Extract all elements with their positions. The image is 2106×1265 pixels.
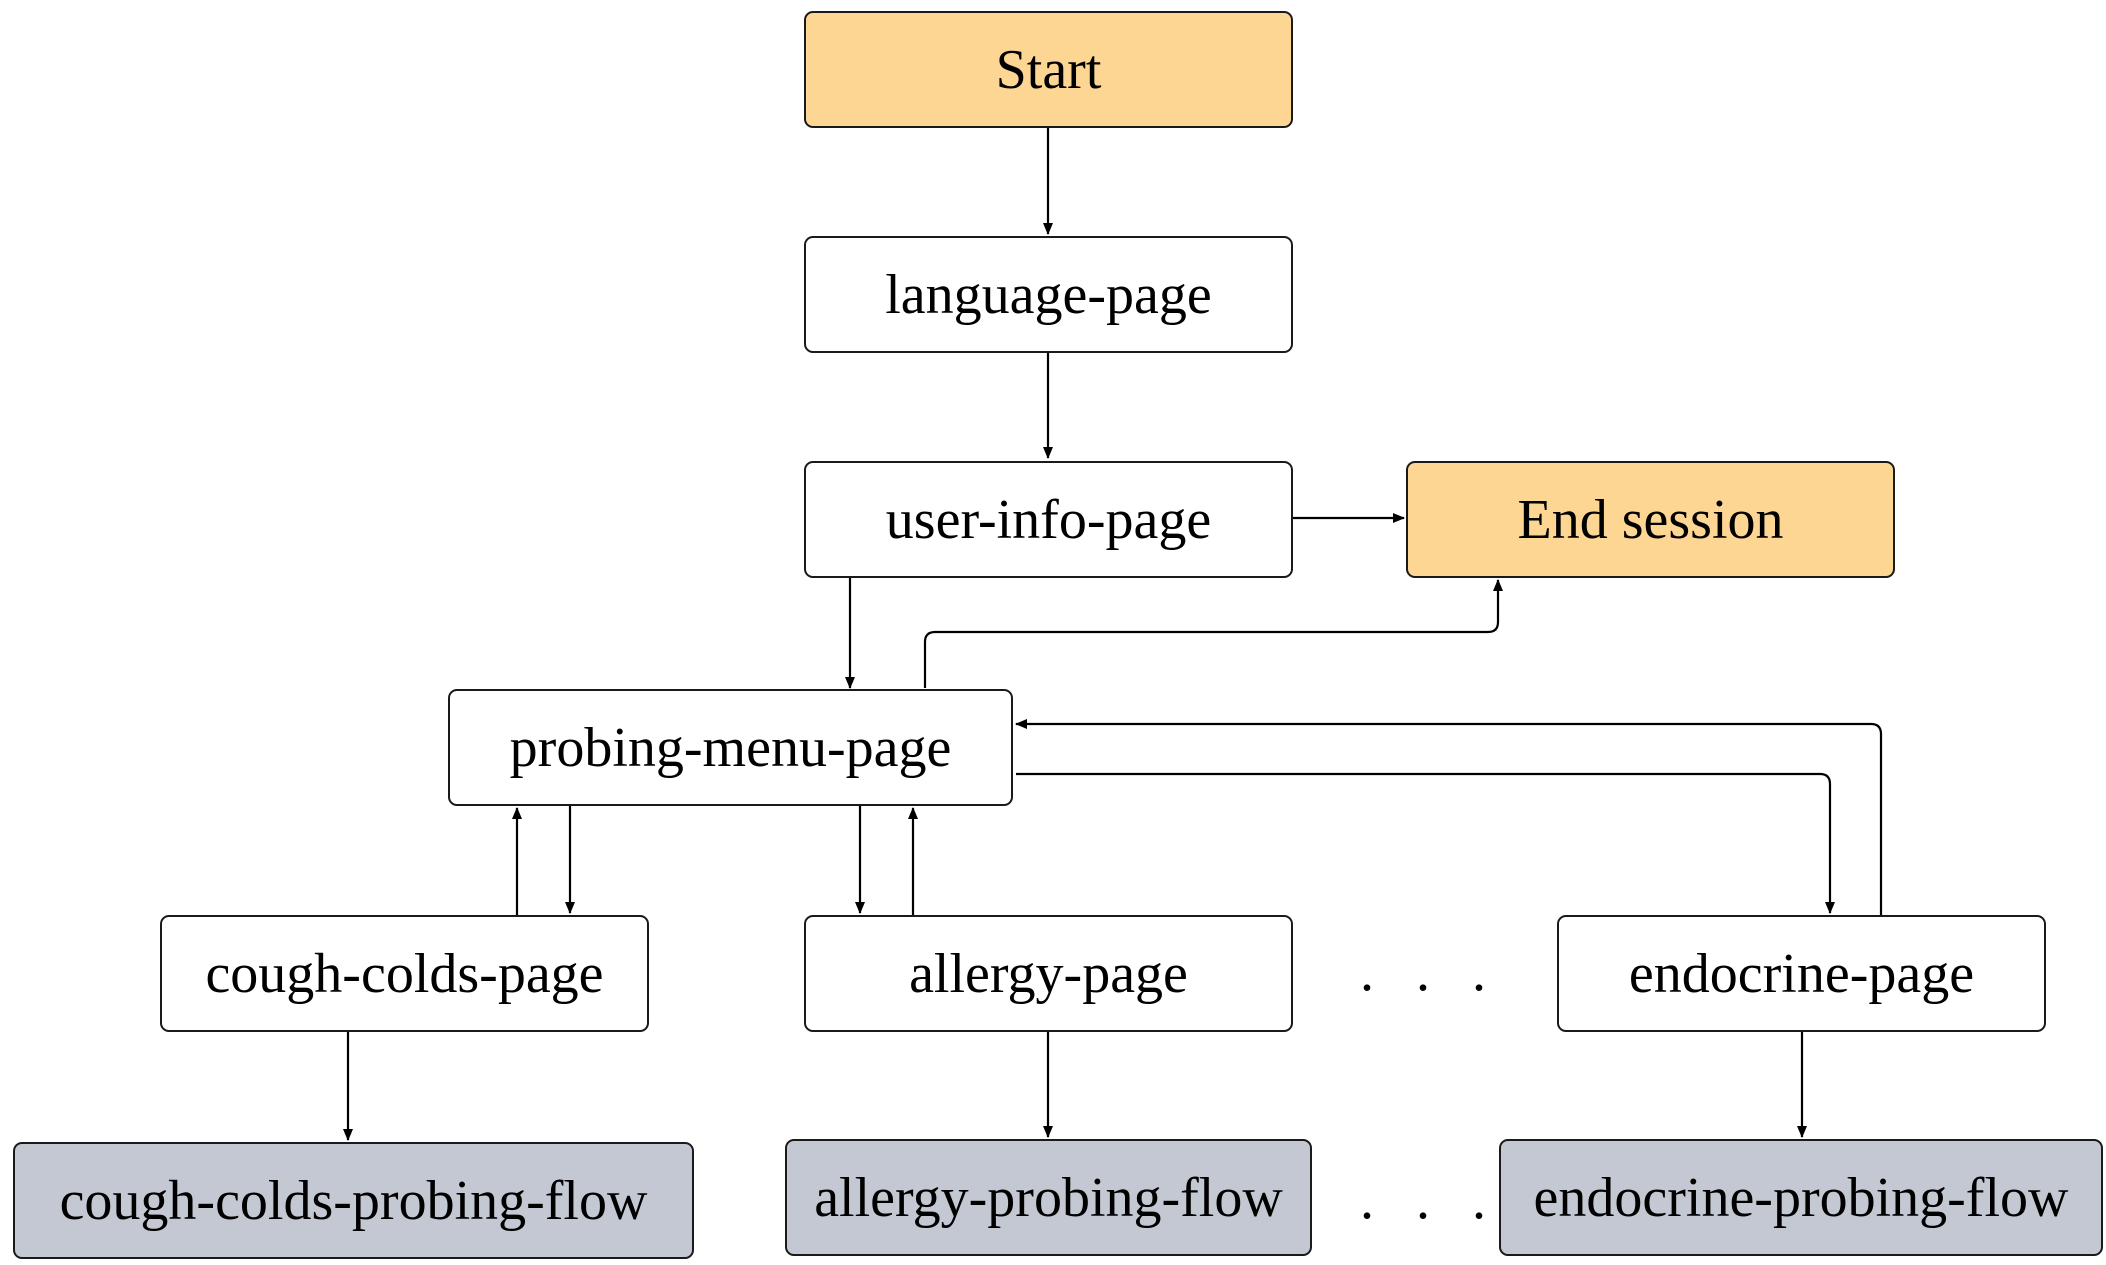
start-node-label: Start bbox=[995, 38, 1102, 101]
more-pages-ellipsis: . . . bbox=[1360, 941, 1500, 1003]
cough-colds-page-node: cough-colds-page bbox=[160, 915, 649, 1032]
end-session-node: End session bbox=[1406, 461, 1895, 578]
allergy-page-node-label: allergy-page bbox=[909, 942, 1188, 1005]
user-info-page-node-label: user-info-page bbox=[885, 488, 1212, 551]
endocrine-probing-flow-node-label: endocrine-probing-flow bbox=[1533, 1166, 2069, 1229]
start-node: Start bbox=[804, 11, 1293, 128]
edge-probing-menu-to-endocrine bbox=[1016, 772, 1835, 914]
edge-probing-menu-to-end-session bbox=[923, 579, 1503, 688]
end-session-node-label: End session bbox=[1517, 488, 1784, 551]
edge-endocrine-to-probing-menu bbox=[1015, 719, 1883, 915]
endocrine-page-node: endocrine-page bbox=[1557, 915, 2046, 1032]
allergy-page-node: allergy-page bbox=[804, 915, 1293, 1032]
more-flows-ellipsis: . . . bbox=[1360, 1169, 1500, 1231]
cough-colds-probing-flow-node-label: cough-colds-probing-flow bbox=[59, 1169, 648, 1232]
endocrine-probing-flow-node: endocrine-probing-flow bbox=[1499, 1139, 2103, 1256]
probing-menu-page-node: probing-menu-page bbox=[448, 689, 1013, 806]
allergy-probing-flow-node-label: allergy-probing-flow bbox=[814, 1166, 1283, 1229]
cough-colds-page-node-label: cough-colds-page bbox=[205, 942, 604, 1005]
user-info-page-node: user-info-page bbox=[804, 461, 1293, 578]
language-page-node: language-page bbox=[804, 236, 1293, 353]
endocrine-page-node-label: endocrine-page bbox=[1628, 942, 1975, 1005]
language-page-node-label: language-page bbox=[885, 263, 1212, 326]
allergy-probing-flow-node: allergy-probing-flow bbox=[785, 1139, 1312, 1256]
probing-menu-page-node-label: probing-menu-page bbox=[509, 716, 952, 779]
cough-colds-probing-flow-node: cough-colds-probing-flow bbox=[13, 1142, 694, 1259]
